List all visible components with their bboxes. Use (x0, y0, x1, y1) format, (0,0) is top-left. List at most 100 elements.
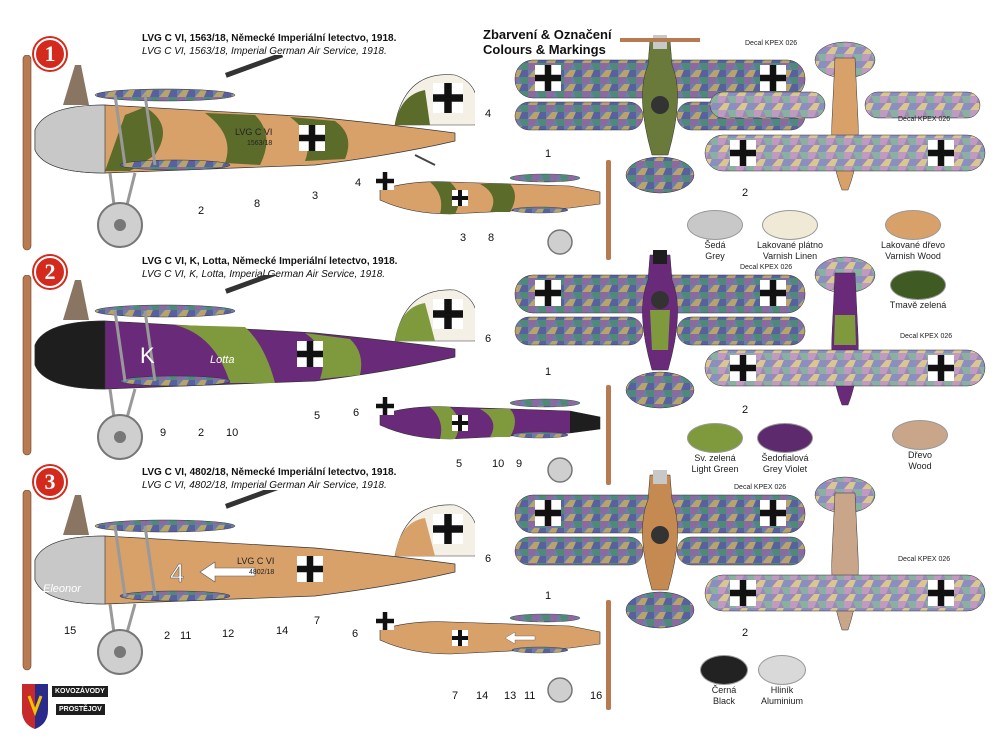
variant-1-caption-en: LVG C VI, 1563/18, Imperial German Air S… (142, 46, 387, 57)
bottom-view-aircraft-2 (704, 256, 986, 406)
color-swatch: Hliník Aluminium (752, 655, 812, 707)
top-view-aircraft-3 (514, 470, 806, 629)
fuselage-letter: K (140, 343, 155, 368)
callout: 14 (476, 690, 489, 702)
side-view-aircraft-1-small (376, 160, 611, 260)
side-view-aircraft-3-small (376, 600, 611, 710)
variant-1-caption-cz: LVG C VI, 1563/18, Německé Imperiální le… (142, 33, 397, 44)
side-view-aircraft-1: LVG C VI 1563/18 (22, 55, 475, 251)
callout: 6 (353, 407, 360, 419)
fuselage-text: LVG C VI (237, 556, 274, 566)
color-swatch: Šedofialová Grey Violet (750, 423, 820, 475)
decal-note: Decal KPEX 026 (734, 484, 787, 491)
swatch-label-en: Light Green (691, 464, 739, 474)
callout: 6 (352, 628, 359, 640)
logo-line-2: PROSTĚJOV (56, 704, 105, 715)
variant-badge-3: 3 (34, 466, 66, 498)
decal-note: Decal KPEX 026 (898, 116, 951, 123)
callout: 7 (452, 690, 459, 702)
callout: 2 (198, 427, 205, 439)
callout: 8 (254, 198, 261, 210)
shield-icon (22, 684, 48, 729)
swatch-label-cz: Tmavě zelená (889, 300, 947, 310)
fuselage-text: LVG C VI (235, 127, 272, 137)
swatch-label-cz: Lakované dřevo (880, 240, 946, 250)
bottom-view-aircraft-3 (704, 476, 986, 631)
color-swatch: Dřevo Wood (885, 420, 955, 472)
fuselage-serial: 4802/18 (249, 569, 274, 576)
side-view-aircraft-2-small (376, 385, 611, 485)
swatch-label-cz: Sv. zelená (694, 453, 736, 463)
decal-note: Decal KPEX 026 (898, 556, 951, 563)
swatch-chip (885, 210, 941, 240)
swatch-chip (758, 655, 806, 685)
variant-3-caption-cz: LVG C VI, 4802/18, Německé Imperiální le… (142, 467, 397, 478)
fuselage-name: Lotta (210, 354, 234, 366)
side-view-aircraft-3: 4 LVG C VI 4802/18 Eleonor (22, 490, 475, 675)
decal-note: Decal KPEX 026 (745, 40, 798, 47)
swatch-chip (757, 423, 813, 453)
callout: 10 (492, 458, 505, 470)
color-swatch: Sv. zelená Light Green (680, 423, 750, 475)
fuselage-name: Eleonor (43, 583, 82, 595)
callout: 11 (180, 630, 192, 642)
logo-line-1: KOVOZÁVODY (52, 686, 108, 697)
swatch-label-en: Black (712, 696, 735, 706)
kovozavody-logo: KOVOZÁVODY PROSTĚJOV (20, 682, 112, 732)
callout: 12 (222, 628, 235, 640)
swatch-label-en: Grey Violet (762, 464, 808, 474)
callout: 9 (160, 427, 167, 439)
variant-badge-2: 2 (34, 256, 66, 288)
callout: 2 (742, 627, 749, 639)
color-swatch: Lakované dřevo Varnish Wood (868, 210, 958, 262)
swatch-label-cz: Šedá (704, 240, 726, 250)
callout: 6 (485, 553, 492, 565)
color-swatch: Černá Black (694, 655, 754, 707)
callout: 15 (64, 625, 77, 637)
callout: 11 (524, 690, 536, 702)
swatch-label-cz: Hliník (770, 685, 794, 695)
bottom-view-aircraft-1 (704, 41, 986, 191)
swatch-chip (700, 655, 748, 685)
swatch-label-cz: Černá (711, 685, 737, 695)
callout: 2 (742, 187, 749, 199)
swatch-label-en: Varnish Linen (762, 251, 818, 261)
swatch-chip (687, 423, 743, 453)
callout: 3 (312, 190, 319, 202)
top-view-aircraft-1 (514, 35, 806, 194)
variant-3-caption-en: LVG C VI, 4802/18, Imperial German Air S… (142, 480, 387, 491)
callout: 7 (314, 615, 321, 627)
swatch-label-en: Aluminium (760, 696, 803, 706)
swatch-chip (687, 210, 743, 240)
callout: 14 (276, 625, 289, 637)
variant-2-caption-en: LVG C VI, K, Lotta, Imperial German Air … (142, 269, 386, 280)
swatch-chip (892, 420, 948, 450)
swatch-label-cz: Lakované plátno (756, 240, 824, 250)
callout: 2 (198, 205, 205, 217)
colours-title-cz: Zbarvení & Označení (483, 27, 612, 42)
callout: 4 (355, 177, 362, 189)
swatch-chip (890, 270, 946, 300)
fuselage-number: 4 (170, 558, 184, 588)
swatch-label-cz: Šedofialová (761, 453, 809, 463)
variant-2-caption-cz: LVG C VI, K, Lotta, Německé Imperiální l… (142, 256, 398, 267)
callout: 2 (164, 630, 171, 642)
callout: 10 (226, 427, 239, 439)
callout: 2 (742, 404, 749, 416)
swatch-label-en: Grey (705, 251, 725, 261)
callout: 16 (590, 690, 603, 702)
callout: 1 (545, 366, 552, 378)
callout: 9 (516, 458, 523, 470)
variant-badge-1: 1 (34, 38, 66, 70)
callout: 5 (456, 458, 463, 470)
callout: 13 (504, 690, 517, 702)
decal-note: Decal KPEX 026 (900, 333, 953, 340)
callout: 6 (485, 333, 492, 345)
swatch-label-en: Varnish Wood (885, 251, 941, 261)
color-swatch: Tmavě zelená (878, 270, 958, 311)
decal-note: Decal KPEX 026 (740, 264, 793, 271)
color-swatch: Šedá Grey (680, 210, 750, 262)
swatch-label-cz: Dřevo (907, 450, 932, 460)
callout: 1 (545, 148, 552, 160)
color-swatch: Lakované plátno Varnish Linen (750, 210, 830, 262)
